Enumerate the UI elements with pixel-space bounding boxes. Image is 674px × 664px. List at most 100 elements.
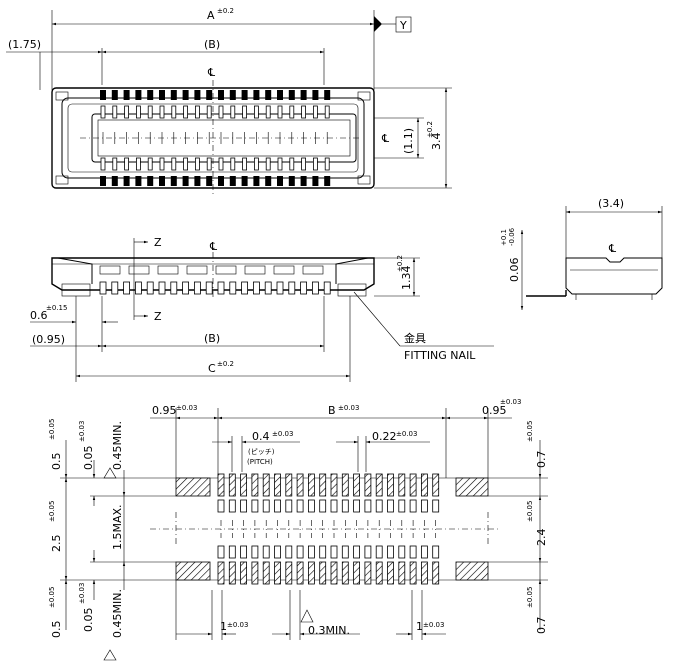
signal-lead-top [398, 499, 406, 513]
signal-pad-top [228, 473, 236, 497]
top-pin-lower-inner [218, 157, 224, 171]
datum-triangle-icon [374, 16, 382, 32]
front-centerline: ℄ [209, 240, 217, 253]
signal-pad-top [330, 473, 338, 497]
signal-pad-bottom [341, 561, 349, 585]
fp-bottom-1-left-tol: ±0.03 [227, 621, 248, 629]
signal-lead-top [387, 499, 394, 513]
top-pin-lower-inner [171, 157, 177, 171]
side-dim-006-tol-minus: -0.06 [508, 227, 516, 246]
signal-lead-bottom [398, 545, 406, 559]
signal-lead-bottom [375, 545, 383, 559]
top-pin-upper [123, 90, 130, 100]
footprint-signal-pads [217, 473, 440, 585]
fp-left-045-top: 0.45MIN. [111, 421, 124, 470]
signal-pad-top [274, 473, 281, 497]
side-dim-006-tol-plus: +0.1 [500, 229, 508, 246]
fp-right-24: 2.4 [535, 529, 548, 547]
signal-lead-bottom [341, 545, 349, 559]
top-pin-upper [265, 90, 272, 100]
signal-lead-top [240, 499, 248, 513]
signal-pad-bottom [353, 561, 361, 585]
fp-bottom-1-right: 1 [416, 620, 423, 633]
signal-pad-bottom [398, 561, 406, 585]
top-pin-lower-inner [124, 157, 129, 171]
top-pin-upper [277, 90, 283, 100]
front-pin [229, 281, 237, 295]
fitting-nail-en: FITTING NAIL [404, 349, 476, 362]
front-view-windows [99, 265, 324, 275]
top-pin-upper-inner [312, 105, 318, 119]
fitting-nail-pad-tr [455, 477, 489, 497]
dim-34-label: 3.4 [430, 133, 443, 151]
signal-lead-top [217, 499, 225, 513]
signal-pad-bottom [240, 561, 248, 585]
signal-lead-top [432, 499, 440, 513]
fp-dim-b: B [328, 404, 336, 417]
centerline-label: ℄ [207, 66, 215, 79]
top-pin-lower-inner [242, 157, 248, 171]
top-pin-upper [288, 90, 295, 100]
top-pin-lower [206, 176, 213, 186]
front-dim-c-tol: ±0.2 [217, 360, 234, 368]
top-pin-lower-inner [277, 157, 283, 171]
signal-pad-bottom [274, 561, 281, 585]
top-pin-upper [253, 90, 260, 100]
top-pin-upper [324, 90, 331, 100]
top-pin-lower [312, 176, 319, 186]
signal-lead-top [228, 499, 236, 513]
side-dim-006: 0.06 [508, 258, 521, 283]
fitting-nail-jp: 金具 [404, 331, 426, 345]
signal-lead-top [420, 499, 428, 513]
fp-right-24-tol: ±0.05 [526, 501, 534, 522]
top-pin-lower [300, 176, 307, 186]
signal-lead-bottom [285, 545, 293, 559]
fp-left-05-top-tol: ±0.05 [48, 419, 56, 440]
section-z-top: Z [154, 236, 162, 249]
signal-pad-bottom [307, 561, 315, 585]
top-pin-upper-inner [277, 105, 283, 119]
fitting-nail-pad-bl [175, 561, 211, 581]
fp-right-07-bottom-tol: ±0.05 [526, 587, 534, 608]
dim-a-label: A [207, 9, 215, 22]
top-pin-lower-inner [230, 157, 236, 171]
signal-lead-bottom [432, 545, 440, 559]
fp-left-005-top: 0.05 [82, 446, 95, 471]
signal-pad-top [285, 473, 293, 497]
signal-lead-top [353, 499, 361, 513]
fp-dim-095-right: 0.95 [482, 404, 507, 417]
signal-lead-bottom [296, 545, 304, 559]
top-pin-upper [182, 90, 189, 100]
top-pin-upper-inner [147, 105, 153, 119]
top-pin-upper [147, 90, 154, 100]
top-pin-upper-inner [230, 105, 236, 119]
fp-left-25-tol: ±0.05 [48, 501, 56, 522]
front-pin [241, 281, 249, 295]
side-view: (3.4) 0.06 +0.1 -0.06 ℄ [500, 197, 663, 310]
top-pin-lower [123, 176, 130, 186]
signal-pad-bottom [262, 561, 270, 585]
front-pin [288, 281, 296, 295]
dim-11-label: (1.1) [402, 128, 415, 154]
dim-a-tol: ±0.2 [217, 7, 234, 15]
fp-dim-095-right-tol: ±0.03 [500, 398, 521, 406]
top-pin-lower [241, 176, 248, 186]
signal-pad-top [217, 473, 225, 497]
top-pin-lower-inner [183, 157, 189, 171]
signal-pad-top [307, 473, 315, 497]
datum-label: Y [399, 19, 407, 32]
top-pin-upper [229, 90, 236, 100]
top-pin-upper [111, 90, 118, 100]
note-6-center-icon [300, 609, 314, 623]
front-window [302, 265, 324, 275]
front-view-pins [99, 281, 331, 295]
signal-lead-top [375, 499, 383, 513]
note-6-bottom-icon [103, 649, 117, 661]
front-dim-06-tol: ±0.15 [46, 304, 67, 312]
signal-lead-bottom [353, 545, 361, 559]
fp-left-05-top: 0.5 [50, 453, 63, 471]
signal-lead-bottom [364, 545, 372, 559]
top-pin-upper-inner [242, 105, 248, 119]
top-pin-lower-inner [324, 157, 330, 171]
top-pin-lower [111, 176, 118, 186]
